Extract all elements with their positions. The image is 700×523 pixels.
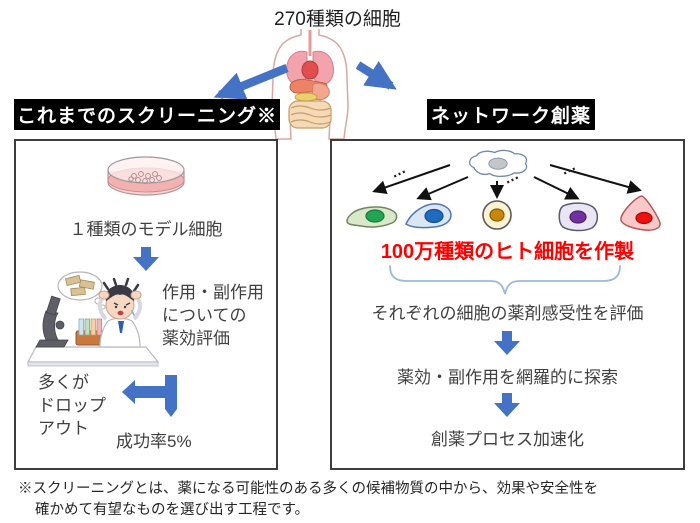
model-cell-label: １種類のモデル細胞 bbox=[69, 220, 223, 239]
cell-yellow-icon bbox=[482, 200, 512, 230]
dropout-line: ドロップ bbox=[38, 396, 106, 415]
bent-arrow-left-icon bbox=[122, 375, 177, 417]
arrow-down-icon bbox=[133, 247, 159, 271]
human-body-organs-illustration bbox=[271, 29, 349, 140]
petri-dish-icon bbox=[107, 156, 185, 196]
dropout-line: 多くが bbox=[38, 373, 89, 392]
panel-network-drug-discovery: … … … 100万種類のヒト細胞を作製 それぞれの細胞の薬 bbox=[330, 139, 685, 470]
arrow-down-icon bbox=[494, 393, 520, 417]
arrow-to-blue-cell bbox=[416, 176, 469, 201]
dropout-label: 多くが ドロップ アウト bbox=[38, 371, 106, 440]
evaluation-line: 作用・副作用 bbox=[162, 283, 264, 302]
header-traditional-screening: これまでのスクリーニング※ bbox=[14, 99, 280, 130]
header-network-drug-discovery: ネットワーク創薬 bbox=[427, 99, 595, 130]
parent-cell-icon bbox=[469, 149, 528, 177]
differentiation-arrows: … … … bbox=[372, 159, 642, 201]
evaluation-label: 作用・副作用 についての 薬効評価 bbox=[162, 281, 264, 350]
cell-green-icon bbox=[346, 206, 398, 228]
panel-traditional-screening: １種類のモデル細胞 bbox=[14, 139, 278, 470]
footnote-line: ※スクリーニングとは、薬になる可能性のある多くの候補物質の中から、効果や安全性を bbox=[18, 481, 598, 497]
troubled-scientist-illustration bbox=[27, 271, 160, 367]
evaluation-line: 薬効評価 bbox=[162, 329, 230, 348]
footnote-line: 確かめて有望なものを選び出す工程です。 bbox=[35, 502, 310, 518]
accelerate-label: 創薬プロセス加速化 bbox=[431, 430, 584, 449]
sensitivity-label: それぞれの細胞の薬剤感受性を評価 bbox=[371, 304, 644, 323]
success-rate-label: 成功率5% bbox=[116, 432, 192, 451]
arrow-to-purple-cell bbox=[533, 176, 580, 200]
arrow-to-pink-cell bbox=[549, 164, 642, 194]
arrow-down-right-icon bbox=[355, 61, 397, 90]
explore-label: 薬効・副作用を網羅的に探索 bbox=[397, 368, 618, 387]
evaluation-line: についての bbox=[162, 306, 247, 325]
arrow-to-green-cell bbox=[372, 164, 451, 195]
branch-arrows bbox=[213, 61, 397, 100]
ellipsis-icon: … bbox=[501, 166, 522, 188]
cell-purple-icon bbox=[558, 202, 599, 232]
diagram-title: 270種類の細胞 bbox=[274, 9, 401, 30]
ellipsis-icon: … bbox=[558, 159, 579, 179]
ellipsis-icon: … bbox=[388, 160, 409, 182]
curly-brace-icon bbox=[389, 265, 621, 295]
cell-blue-icon bbox=[405, 203, 452, 229]
dropout-line: アウト bbox=[38, 419, 89, 438]
arrow-down-left-icon bbox=[213, 64, 289, 100]
cell-pink-icon bbox=[620, 195, 661, 231]
footnote: ※スクリーニングとは、薬になる可能性のある多くの候補物質の中から、効果や安全性を… bbox=[18, 479, 686, 521]
create-cells-label: 100万種類のヒト細胞を作製 bbox=[380, 241, 635, 263]
arrow-down-icon bbox=[494, 331, 520, 355]
